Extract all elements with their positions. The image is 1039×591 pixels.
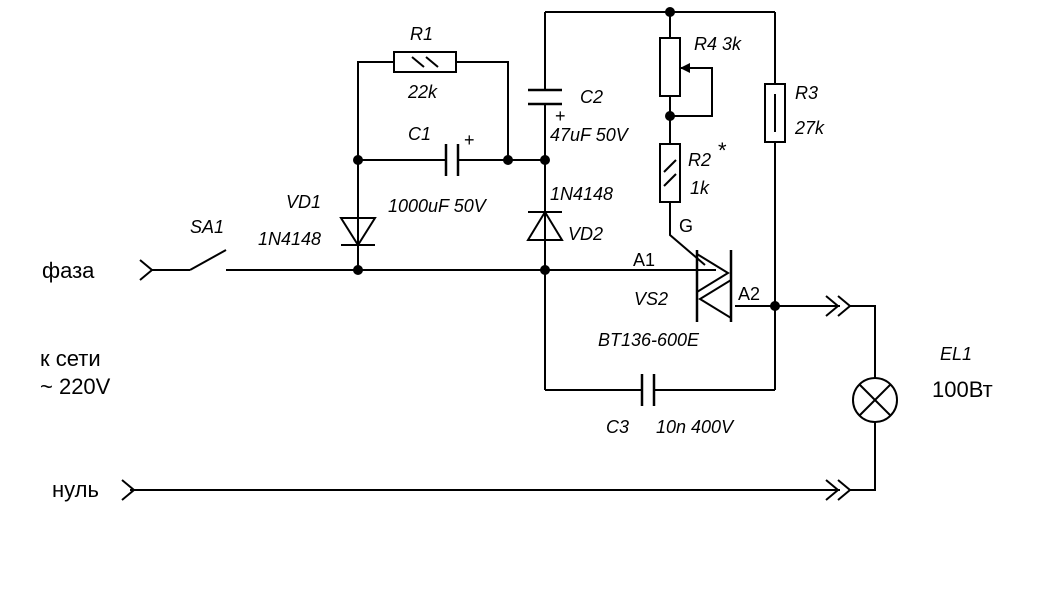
junction-dots — [353, 7, 780, 311]
lamp-top-connector — [825, 295, 852, 317]
neutral-terminal — [121, 479, 136, 501]
r2-value: 1k — [690, 178, 710, 198]
vd1-diode — [339, 217, 377, 247]
vs2-pin-g: G — [679, 216, 693, 236]
vs2-pin-a1: A1 — [633, 250, 655, 270]
vd2-ref: VD2 — [568, 224, 603, 244]
c3-value: 10n 400V — [656, 417, 735, 437]
r4-label: R4 3k — [694, 34, 742, 54]
vs2-ref: VS2 — [634, 289, 668, 309]
c1-plus: + — [464, 130, 475, 150]
el1-ref: EL1 — [940, 344, 972, 364]
r2-resistor — [659, 143, 681, 203]
c2-capacitor — [528, 88, 562, 106]
c2-ref: C2 — [580, 87, 603, 107]
phase-label: фаза — [42, 258, 95, 283]
r3-value: 27k — [794, 118, 825, 138]
vd2-diode — [526, 210, 564, 241]
vs2-pin-a2: A2 — [738, 284, 760, 304]
vd2-value: 1N4148 — [550, 184, 613, 204]
c1-ref: C1 — [408, 124, 431, 144]
network-label-line2: ~ 220V — [40, 374, 111, 399]
network-label-line1: к сети — [40, 346, 101, 371]
c1-value: 1000uF 50V — [388, 196, 488, 216]
c3-ref: C3 — [606, 417, 629, 437]
r1-resistor — [393, 51, 457, 73]
lamp-bottom-connector — [825, 479, 852, 501]
sa1-ref: SA1 — [190, 217, 224, 237]
phase-terminal — [139, 259, 154, 281]
r3-ref: R3 — [795, 83, 818, 103]
c2-value: 47uF 50V — [550, 125, 630, 145]
r1-value: 22k — [407, 82, 438, 102]
vs2-triac — [695, 250, 733, 322]
r2-mark: * — [718, 138, 727, 163]
el1-value: 100Вт — [932, 377, 993, 402]
r1-ref: R1 — [410, 24, 433, 44]
r3-resistor — [764, 83, 786, 143]
vd1-ref: VD1 — [286, 192, 321, 212]
r4-trimmer — [659, 37, 690, 97]
neutral-label: нуль — [52, 477, 99, 502]
wires — [130, 11, 876, 491]
vs2-value: BT136-600E — [598, 330, 700, 350]
c1-capacitor — [444, 144, 460, 176]
vd1-value: 1N4148 — [258, 229, 321, 249]
el1-lamp — [852, 377, 898, 423]
c3-capacitor — [640, 374, 656, 406]
c2-plus: + — [555, 106, 566, 126]
r2-ref: R2 — [688, 150, 711, 170]
sa1-switch — [189, 249, 227, 271]
